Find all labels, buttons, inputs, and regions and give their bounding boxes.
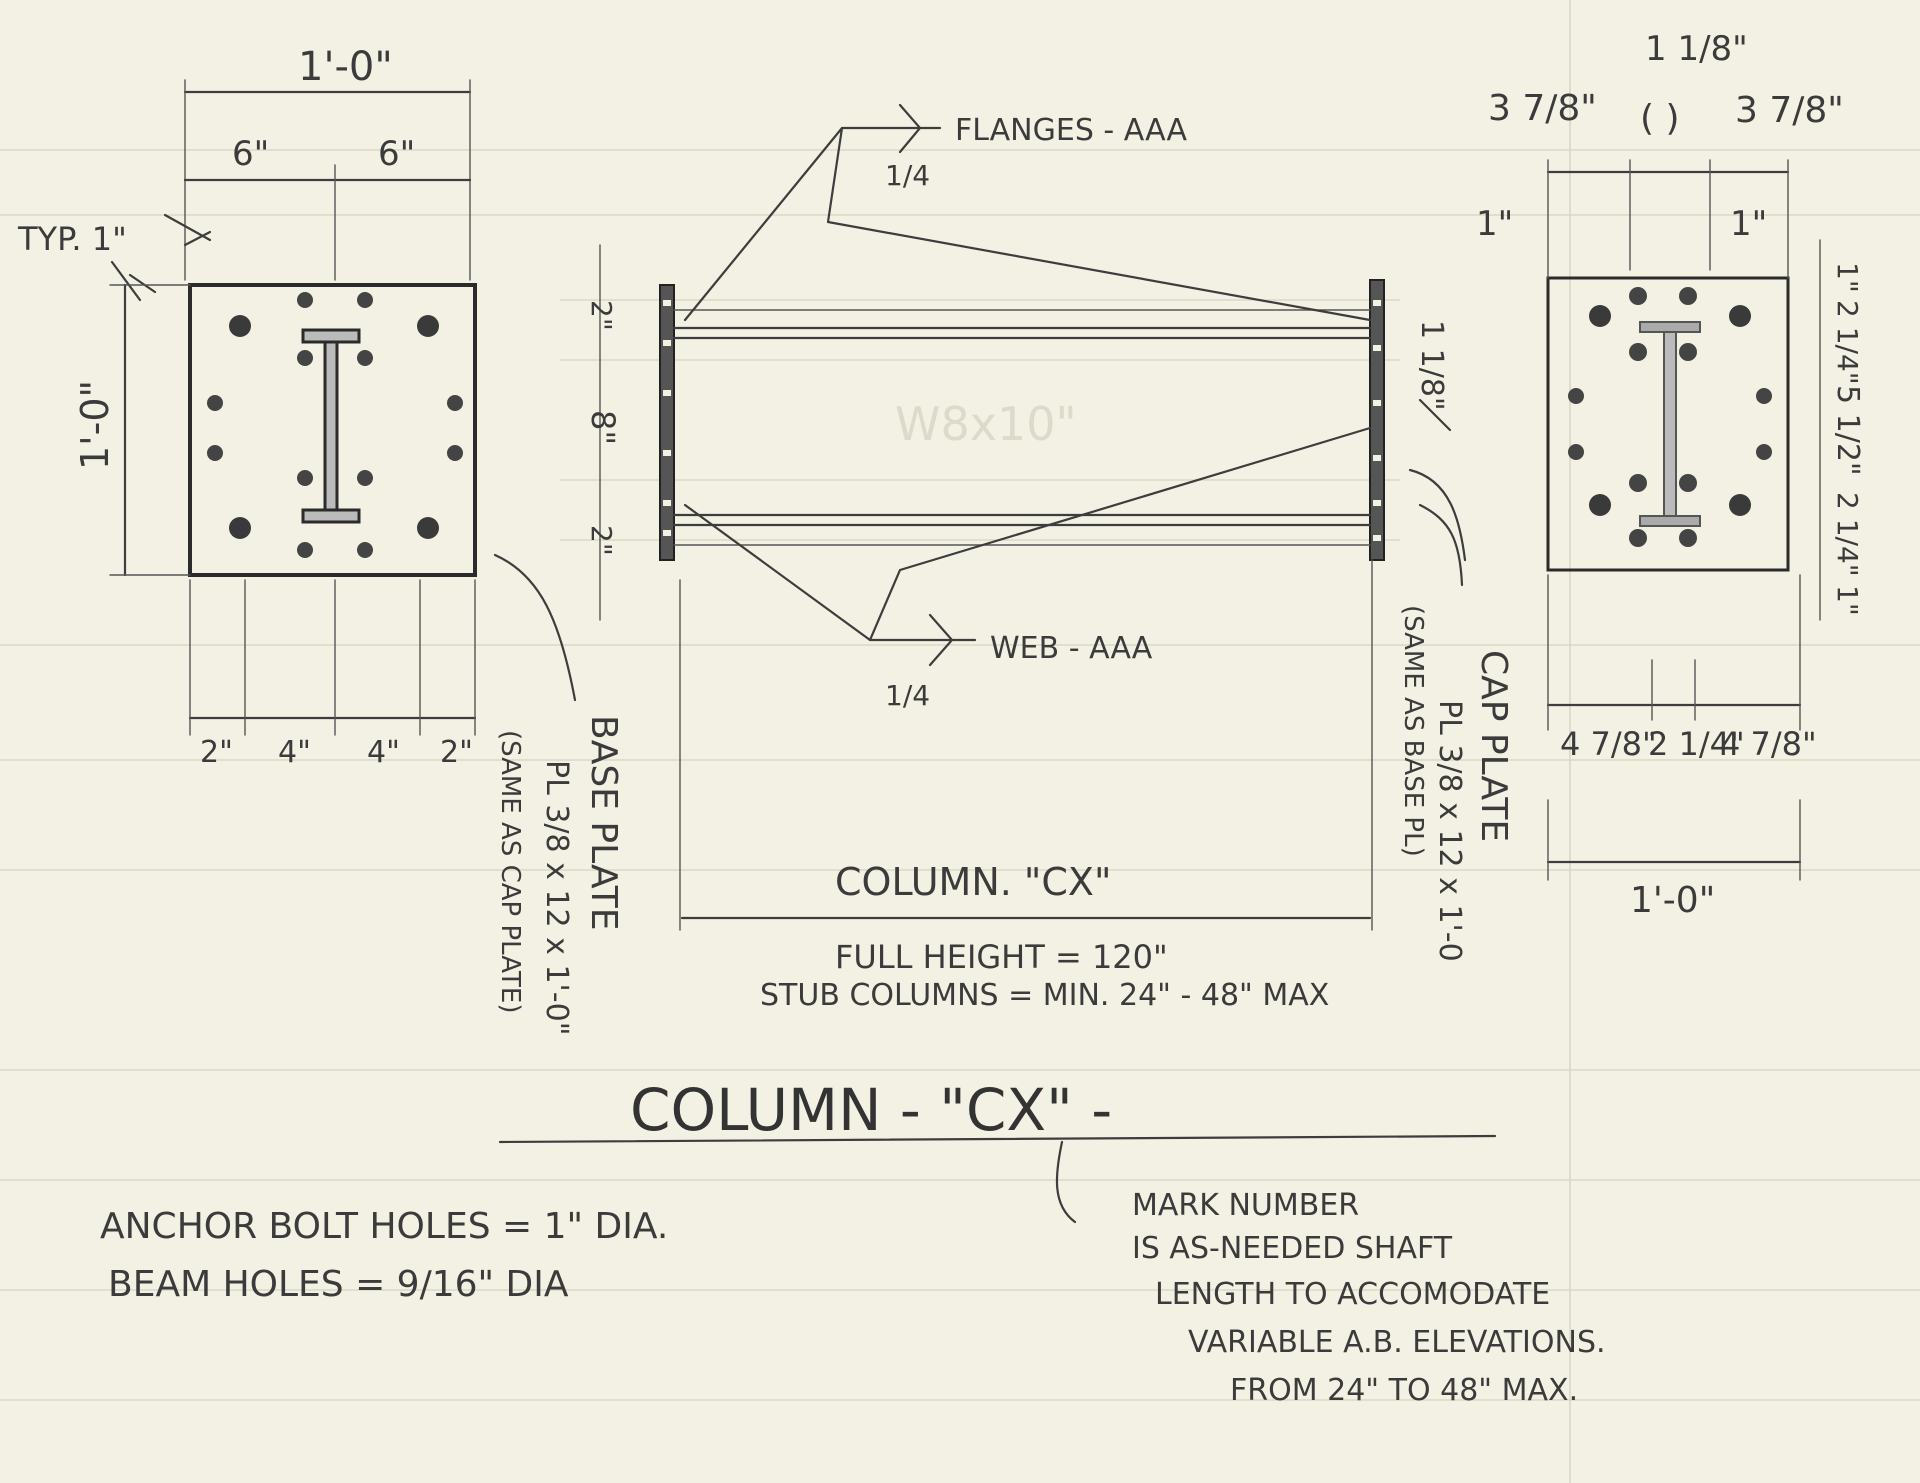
mark-note-line-5: FROM 24" TO 48" MAX. xyxy=(1230,1373,1578,1408)
mark-note-line-4: VARIABLE A.B. ELEVATIONS. xyxy=(1188,1325,1606,1360)
cap-side-dim-3: 5 1/2" xyxy=(1830,385,1865,476)
cap-plate-outline xyxy=(1546,276,1790,572)
cap-top-mid: ( ) xyxy=(1640,98,1680,139)
full-height-note: FULL HEIGHT = 120" xyxy=(835,938,1168,976)
cap-plate-size: PL 3/8 x 12 x 1'-0 xyxy=(1432,700,1467,962)
cap-top-left: 3 7/8" xyxy=(1488,88,1597,129)
cap-left-edge: 1" xyxy=(1476,204,1513,244)
cap-plate-holes xyxy=(1568,287,1772,547)
cap-bottom-dim-3: 4 7/8" xyxy=(1720,725,1817,763)
base-plate-same-note: (SAME AS CAP PLATE) xyxy=(495,730,525,1013)
mark-note-line-1: MARK NUMBER xyxy=(1132,1188,1359,1223)
left-bottom-dim-4: 2" xyxy=(440,735,473,770)
cap-top-overall: 1 1/8" xyxy=(1645,29,1748,69)
cap-top-right: 3 7/8" xyxy=(1735,90,1844,131)
elev-right-dim: 1 1/8" xyxy=(1414,320,1449,411)
base-plate-outline xyxy=(188,283,477,577)
anchor-bolt-holes xyxy=(207,292,463,558)
anchor-bolt-note: ANCHOR BOLT HOLES = 1" DIA. xyxy=(100,1206,668,1247)
column-elevation-view: W8x10" FLANGES - AAA 1/4 WEB - AAA 1/4 2… xyxy=(495,103,1514,1036)
base-plate-label: BASE PLATE xyxy=(583,715,624,931)
base-plate-elevation xyxy=(659,284,675,561)
wide-flange-section xyxy=(301,328,361,524)
flange-weld-note: FLANGES - AAA xyxy=(955,113,1187,148)
flange-weld-size: 1/4 xyxy=(885,159,930,192)
base-plate-size: PL 3/8 x 12 x 1'-0" xyxy=(539,760,574,1036)
stub-column-note: STUB COLUMNS = MIN. 24" - 48" MAX xyxy=(760,978,1329,1013)
left-bottom-dim-1: 2" xyxy=(200,735,233,770)
section-size-label: W8x10" xyxy=(895,397,1077,451)
left-bottom-dim-3: 4" xyxy=(367,735,400,770)
cap-side-dim-5: 1" xyxy=(1831,585,1864,616)
left-bottom-dim-2: 4" xyxy=(278,735,311,770)
cap-plate-note: CAP PLATE PL 3/8 x 12 x 1'-0 (SAME AS BA… xyxy=(1398,605,1514,962)
hole-notes: ANCHOR BOLT HOLES = 1" DIA. BEAM HOLES =… xyxy=(100,1206,668,1305)
cap-side-dim-1: 1" xyxy=(1831,262,1864,293)
left-height-label: 1'-0" xyxy=(73,380,117,470)
typ-edge-label: TYP. 1" xyxy=(17,220,127,258)
elev-left-dim-3: 2" xyxy=(585,525,618,556)
cap-plate-plan-view: 1 1/8" 3 7/8" ( ) 3 7/8" 1" 1" 1" 2 1/4"… xyxy=(1476,29,1865,921)
beam-holes-note: BEAM HOLES = 9/16" DIA xyxy=(108,1264,569,1305)
cap-plate-elevation xyxy=(1369,279,1385,561)
left-overall-width-label: 1'-0" xyxy=(298,44,393,90)
cap-plate-same-note: (SAME AS BASE PL) xyxy=(1398,605,1428,857)
left-half-width-label: 6" xyxy=(232,134,269,174)
mark-note-line-2: IS AS-NEEDED SHAFT xyxy=(1132,1231,1453,1266)
base-plate-note: BASE PLATE PL 3/8 x 12 x 1'-0" (SAME AS … xyxy=(495,715,624,1036)
cap-side-dim-2: 2 1/4" xyxy=(1831,300,1864,385)
cap-wide-flange-section xyxy=(1639,321,1701,527)
cap-bottom-dim-2: 2 1/4" xyxy=(1648,725,1745,763)
elev-left-dim-2: 8" xyxy=(584,410,622,445)
main-title: COLUMN - "CX" - xyxy=(630,1076,1112,1144)
web-weld-note: WEB - AAA xyxy=(990,631,1153,666)
base-plate-plan-view: 1'-0" 6" 6" TYP. 1" 1'-0" 2" 4" 4" 2" xyxy=(17,44,577,770)
title-block: COLUMN - "CX" - xyxy=(498,1076,1497,1224)
cap-plate-label: CAP PLATE xyxy=(1473,650,1514,842)
cap-side-dim-4: 2 1/4" xyxy=(1831,492,1864,577)
web-weld-size: 1/4 xyxy=(885,679,930,712)
right-half-width-label: 6" xyxy=(378,134,415,174)
mark-note-line-3: LENGTH TO ACCOMODATE xyxy=(1155,1277,1550,1312)
cap-overall-width: 1'-0" xyxy=(1630,880,1715,921)
mark-number-notes: MARK NUMBER IS AS-NEEDED SHAFT LENGTH TO… xyxy=(1132,1188,1606,1408)
elevation-title: COLUMN. "CX" xyxy=(835,860,1111,904)
cap-right-edge: 1" xyxy=(1730,204,1767,244)
cap-bottom-dim-1: 4 7/8" xyxy=(1560,725,1657,763)
elev-left-dim-1: 2" xyxy=(585,300,618,331)
